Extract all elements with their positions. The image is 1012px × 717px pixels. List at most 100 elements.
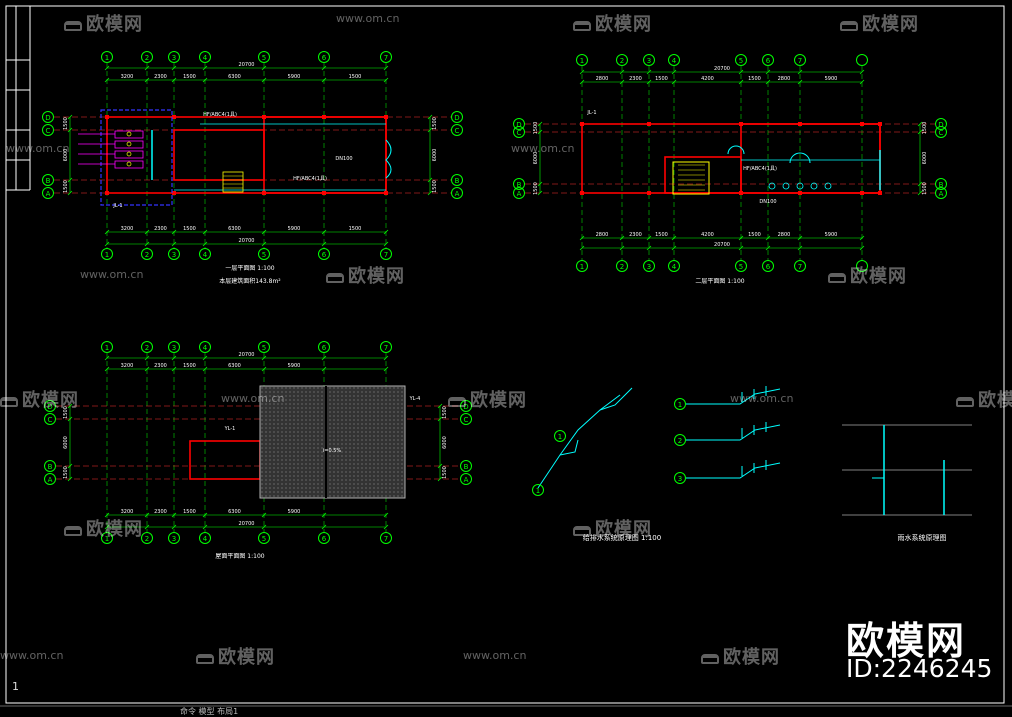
column-post bbox=[322, 115, 326, 119]
column-post bbox=[384, 115, 388, 119]
diagram-title: 雨水系统原理图 bbox=[898, 533, 947, 542]
fixture bbox=[126, 141, 132, 147]
dimension-tick bbox=[202, 366, 208, 372]
column-post bbox=[172, 115, 176, 119]
watermark-brand: 欧模网 bbox=[840, 10, 919, 36]
dimension-text: 2300 bbox=[629, 76, 642, 82]
dimension-text: 2300 bbox=[154, 74, 167, 80]
axis-bubble: D bbox=[935, 118, 947, 130]
dimension-tick bbox=[321, 524, 327, 530]
dimension-tick bbox=[383, 77, 389, 83]
toilet-stall bbox=[114, 150, 144, 159]
axis-bubble: D bbox=[42, 111, 54, 123]
dimension-tick bbox=[261, 229, 267, 235]
dimension-tick bbox=[171, 241, 177, 247]
fixture bbox=[810, 182, 818, 190]
axis-label: 5 bbox=[262, 54, 266, 62]
axis-label: 4 bbox=[203, 54, 208, 62]
axis-bubble: A bbox=[513, 187, 525, 199]
wall bbox=[173, 129, 265, 181]
watermark-brand: 欧模网 bbox=[701, 643, 780, 669]
dimension-tick bbox=[67, 416, 73, 422]
axis-label: B bbox=[46, 177, 51, 185]
dimension-text: 1500 bbox=[349, 74, 362, 80]
axis-label: A bbox=[464, 476, 469, 484]
plan-title: 屋面平面图 1:100 bbox=[215, 553, 264, 560]
dimension-text: 1500 bbox=[183, 509, 196, 515]
axis-label: B bbox=[939, 181, 944, 189]
dimension-tick bbox=[202, 77, 208, 83]
axis-bubble: 7 bbox=[794, 54, 806, 66]
axis-bubble: 5 bbox=[258, 532, 270, 544]
axis-bubble: C bbox=[451, 124, 463, 136]
axis-bubble: D bbox=[513, 118, 525, 130]
dimension-tick bbox=[646, 235, 652, 241]
axis-bubble: 4 bbox=[668, 260, 680, 272]
pipe-line bbox=[686, 388, 781, 405]
dimension-tick bbox=[797, 79, 803, 85]
dimension-tick bbox=[104, 524, 110, 530]
sofa-icon bbox=[956, 397, 974, 407]
axis-label: 5 bbox=[262, 251, 266, 259]
axis-label: 5 bbox=[739, 263, 743, 271]
axis-label: 1 bbox=[105, 344, 109, 352]
axis-bubble bbox=[856, 54, 868, 66]
dimension-text: 1500 bbox=[63, 180, 69, 193]
dimension-tick bbox=[321, 241, 327, 247]
dimension-text: 1500 bbox=[183, 74, 196, 80]
dimension-text: 5900 bbox=[825, 76, 838, 82]
dimension-tick bbox=[261, 77, 267, 83]
dimension-tick bbox=[144, 355, 150, 361]
dimension-text: 4200 bbox=[701, 232, 714, 238]
column-post bbox=[860, 122, 864, 126]
dimension-tick bbox=[104, 241, 110, 247]
dimension-text: 1500 bbox=[748, 76, 761, 82]
dimension-text: 1500 bbox=[655, 232, 668, 238]
axis-label: A bbox=[46, 190, 51, 198]
axis-bubble: 1 bbox=[554, 430, 566, 442]
dimension-tick bbox=[104, 77, 110, 83]
toilet-stall bbox=[114, 130, 144, 139]
fixture bbox=[126, 151, 132, 157]
dimension-text: 5900 bbox=[825, 232, 838, 238]
dimension-tick bbox=[383, 229, 389, 235]
sofa-icon bbox=[573, 21, 591, 31]
axis-bubble: 6 bbox=[318, 248, 330, 260]
axis-bubble: 7 bbox=[794, 260, 806, 272]
dimension-tick bbox=[437, 403, 443, 409]
watermark-brand-text: 欧模网 bbox=[723, 647, 780, 668]
dimension-tick bbox=[321, 229, 327, 235]
status-tab[interactable]: 命令 模型 布局1 bbox=[180, 707, 239, 716]
column-post bbox=[105, 191, 109, 195]
watermark-brand-text: 欧模网 bbox=[978, 390, 1012, 411]
axis-label: 4 bbox=[203, 344, 208, 352]
axis-label: 2 bbox=[620, 57, 624, 65]
axis-label: A bbox=[455, 190, 460, 198]
axis-bubble: 1 bbox=[576, 54, 588, 66]
axis-label: 7 bbox=[384, 54, 388, 62]
dimension-tick bbox=[104, 65, 110, 71]
dimension-text: 6000 bbox=[922, 152, 928, 165]
dimension-tick bbox=[738, 245, 744, 251]
axis-bubble: A bbox=[460, 473, 472, 485]
boundary-line bbox=[100, 109, 173, 206]
dimension-text: 1500 bbox=[442, 406, 448, 419]
pipe-line bbox=[686, 424, 781, 441]
watermark-brand: 欧模网 bbox=[326, 262, 405, 288]
annotation: HF/ABC4(1具) bbox=[203, 112, 237, 118]
watermark-brand-text: 欧模网 bbox=[218, 647, 275, 668]
annotation: HF/ABC4(1具) bbox=[293, 176, 327, 182]
axis-bubble: 2 bbox=[674, 434, 686, 446]
watermark-brand-text: 欧模网 bbox=[595, 519, 652, 540]
axis-label: 6 bbox=[322, 344, 327, 352]
axis-label: A bbox=[48, 476, 53, 484]
dimension-tick bbox=[797, 69, 803, 75]
staircase bbox=[222, 171, 244, 193]
dimension-tick bbox=[671, 79, 677, 85]
dimension-tick bbox=[646, 69, 652, 75]
dimension-tick bbox=[202, 229, 208, 235]
fixture bbox=[796, 182, 804, 190]
